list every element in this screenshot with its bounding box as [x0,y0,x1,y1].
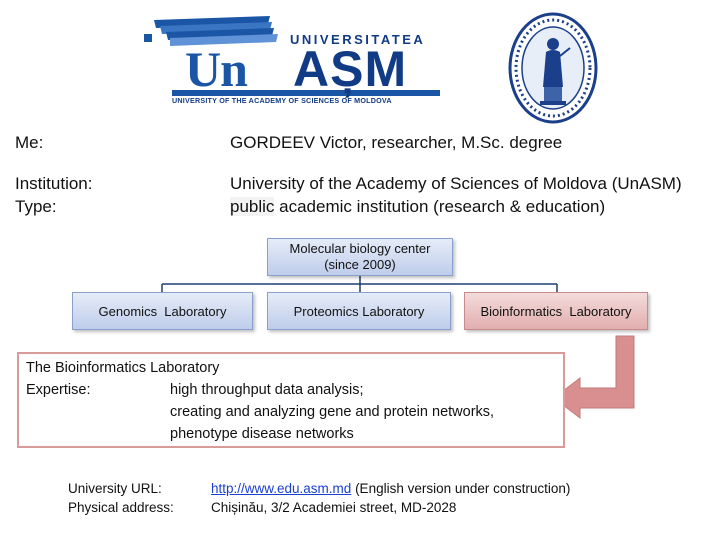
bioinformatics-description-frame [17,352,565,448]
address-value: Chișinău, 3/2 Academiei street, MD-2028 [211,500,457,515]
logo-subtitle: UNIVERSITY OF THE ACADEMY OF SCIENCES OF… [172,96,392,105]
type-value-highlight: public [230,197,275,216]
institution-label: Institution: [15,174,93,193]
url-note: (English version under construction) [351,481,571,496]
address-label: Physical address: [68,500,174,515]
logo-asm-text: AȘM [293,41,408,97]
url-label: University URL: [68,481,162,496]
bent-arrow-icon [553,335,635,420]
bioinformatics-lab-box: Bioinformatics Laboratory [464,292,648,330]
institution-value: University of the Academy of Sciences of… [230,174,682,193]
proteomics-lab-label: Proteomics Laboratory [293,303,425,319]
url-line: http://www.edu.asm.md (English version u… [211,481,570,496]
root-line2: (since 2009) [324,257,396,272]
bioinformatics-lab-label: Bioinformatics Laboratory [480,303,632,319]
proteomics-lab-box: Proteomics Laboratory [267,292,451,330]
type-label: Type: [15,197,57,216]
type-value: public academic institution (research & … [230,197,605,217]
me-label: Me: [15,133,44,152]
genomics-lab-box: Genomics Laboratory [72,292,253,330]
logo-top-text: UNIVERSITATEA [290,32,426,47]
expertise-item: high throughput data analysis; [170,382,364,398]
type-value-rest: academic institution (research & educati… [274,197,606,216]
description-title: The Bioinformatics Laboratory [26,360,220,376]
unasm-logo [140,12,445,112]
genomics-lab-label: Genomics Laboratory [98,303,227,319]
university-url-link[interactable]: http://www.edu.asm.md [211,481,352,496]
org-chart-connectors [161,276,558,292]
root-line1: Molecular biology center [289,241,431,256]
expertise-item: phenotype disease networks [170,426,354,442]
molecular-biology-center-box: Molecular biology center (since 2009) [267,238,453,276]
expertise-label: Expertise: [26,382,91,398]
academy-seal-icon [508,12,598,124]
expertise-item: creating and analyzing gene and protein … [170,404,495,420]
logo-un-text: Un [185,41,248,97]
me-value: GORDEEV Victor, researcher, M.Sc. degree [230,133,563,152]
